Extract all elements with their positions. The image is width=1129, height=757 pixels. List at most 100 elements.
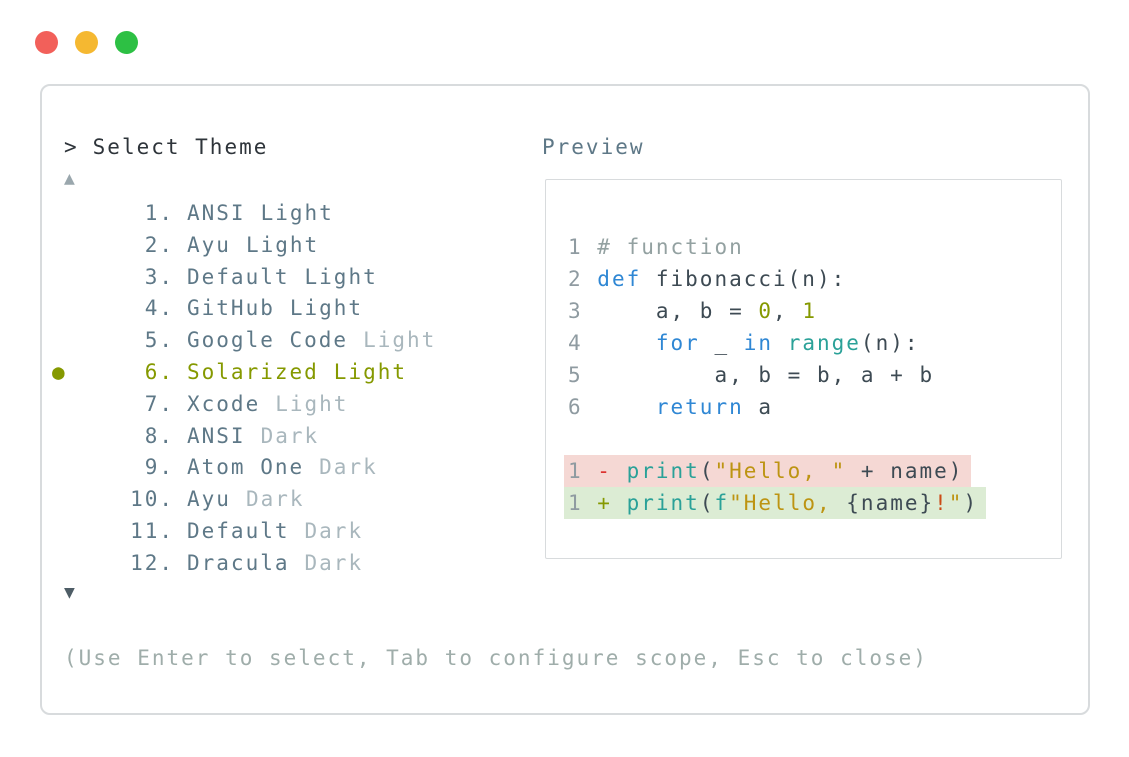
theme-name: ANSI — [187, 423, 246, 448]
code-token: (n): — [860, 331, 920, 355]
footer-hint: (Use Enter to select, Tab to configure s… — [64, 646, 928, 670]
code-token: 1 — [802, 299, 817, 323]
code-token: + — [597, 491, 627, 515]
window-controls — [35, 31, 155, 58]
theme-name: Default — [187, 518, 290, 543]
code-line: 2 def fibonacci(n): — [568, 263, 1061, 295]
code-token: 1 — [568, 459, 598, 483]
theme-number: 3. — [144, 264, 174, 289]
theme-number: 11. — [130, 518, 174, 543]
theme-variant: Dark — [319, 455, 378, 480]
scroll-down-icon[interactable]: ▼ — [64, 582, 77, 603]
code-token: for — [655, 331, 700, 355]
code-token: range — [787, 331, 861, 355]
theme-number: 7. — [144, 391, 174, 416]
theme-name: GitHub — [187, 296, 275, 321]
code-token: 6 — [568, 395, 598, 419]
theme-name: Ayu — [187, 487, 231, 512]
code-line: 1 # function — [568, 231, 1061, 263]
diff-highlight: 1 + print(f"Hello, {name}!") — [564, 487, 987, 519]
diff-highlight: 1 - print("Hello, " + name) — [564, 455, 972, 487]
theme-variant: Dark — [304, 518, 364, 543]
code-token: ( — [699, 459, 715, 483]
code-token: , — [773, 299, 803, 323]
minimize-button-icon[interactable] — [75, 31, 98, 54]
theme-name: Ayu — [187, 232, 231, 257]
theme-number: 9. — [144, 455, 174, 480]
code-token — [597, 331, 656, 355]
code-token: def — [597, 267, 642, 291]
theme-variant: Light — [260, 201, 334, 225]
theme-variant: Light — [289, 296, 364, 321]
theme-name: Default — [187, 264, 290, 289]
diff-line-removed: 1 - print("Hello, " + name) — [564, 455, 1061, 487]
code-token: print — [626, 459, 700, 483]
code-token — [773, 331, 788, 355]
code-token: 1 — [568, 235, 598, 259]
theme-variant: Light — [275, 391, 349, 416]
theme-option-default[interactable]: 11. Default Dark — [42, 516, 542, 548]
code-token: 5 — [568, 363, 598, 387]
code-token: " — [948, 491, 964, 515]
prompt-caret: > — [64, 135, 79, 159]
code-token: 4 — [568, 331, 598, 355]
theme-number: 1. — [144, 201, 174, 225]
diff-line-added: 1 + print(f"Hello, {name}!") — [564, 487, 1061, 519]
code-token: 3 — [568, 299, 598, 323]
theme-name: Solarized — [187, 359, 319, 384]
theme-number: 8. — [144, 423, 174, 448]
code-line — [568, 423, 1061, 455]
theme-name: Xcode — [187, 391, 261, 416]
theme-option-ansi[interactable]: 8. ANSI Dark — [42, 421, 542, 453]
code-token: ! — [934, 491, 949, 515]
theme-option-xcode[interactable]: 7. Xcode Light — [42, 389, 542, 421]
code-token: ) — [963, 491, 979, 515]
scroll-up-icon[interactable]: ▲ — [64, 168, 77, 189]
code-token: + name) — [846, 459, 964, 483]
code-token: fibonacci(n): — [641, 267, 847, 291]
code-token: in — [743, 331, 774, 355]
theme-variant: Dark — [245, 487, 305, 512]
theme-option-dracula[interactable]: 12. Dracula Dark — [42, 548, 542, 580]
theme-number: 12. — [130, 550, 174, 575]
code-line: 6 return a — [568, 391, 1061, 423]
theme-variant: Dark — [260, 423, 320, 448]
code-token: 2 — [568, 267, 598, 291]
theme-option-default[interactable]: 3. Default Light — [42, 262, 542, 294]
code-line: 4 for _ in range(n): — [568, 327, 1061, 359]
code-token: - — [597, 459, 627, 483]
theme-name: Google Code — [187, 328, 349, 353]
theme-option-ansi[interactable]: 1. ANSI Light — [42, 198, 542, 230]
theme-name: ANSI — [187, 201, 246, 225]
code-token: ( — [699, 491, 715, 515]
code-token: _ — [699, 331, 744, 355]
zoom-button-icon[interactable] — [115, 31, 138, 54]
code-token: 1 — [568, 491, 598, 515]
code-token: "Hello, — [729, 491, 847, 515]
code-token: return — [655, 395, 744, 419]
code-token: "Hello, " — [714, 459, 847, 483]
theme-name: Dracula — [187, 550, 290, 575]
code-token: f — [714, 491, 730, 515]
theme-variant: Light — [304, 264, 378, 289]
theme-variant: Light — [245, 232, 320, 257]
panel-title: Select Theme — [92, 135, 269, 159]
code-token: a — [743, 395, 774, 419]
theme-variant: Dark — [304, 550, 364, 575]
close-button-icon[interactable] — [35, 31, 58, 54]
code-token — [597, 395, 656, 419]
code-token: 0 — [758, 299, 774, 323]
panel-header: > Select Theme — [64, 135, 268, 159]
code-token: print — [626, 491, 700, 515]
code-line: 5 a, b = b, a + b — [568, 359, 1061, 391]
